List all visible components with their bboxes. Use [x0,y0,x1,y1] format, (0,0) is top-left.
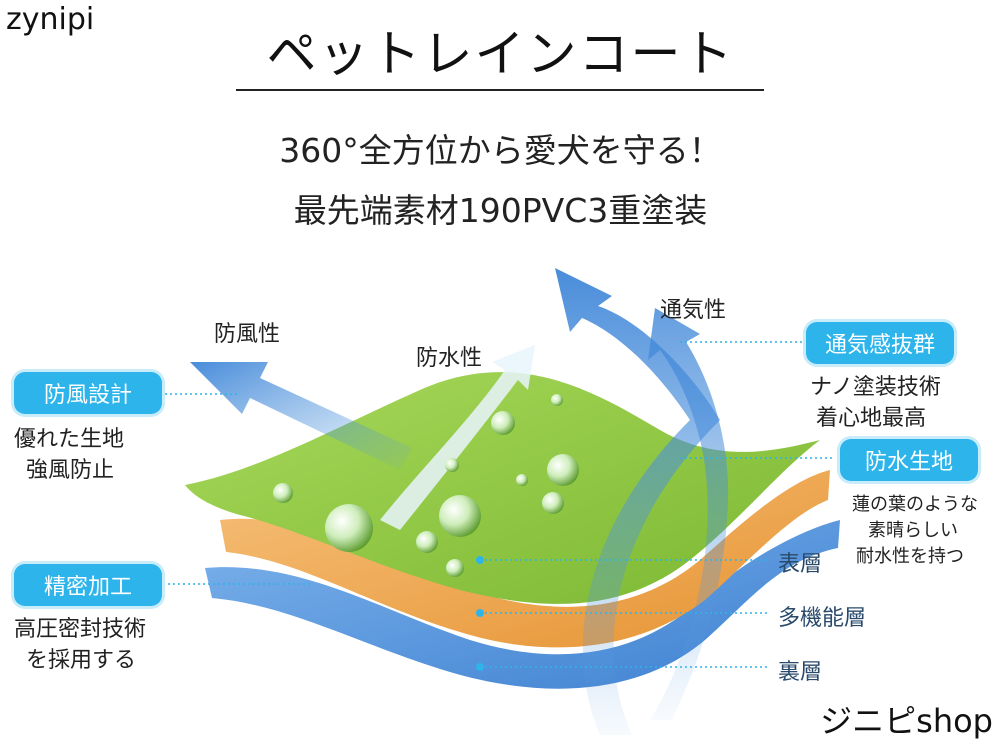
title-underline [236,89,764,91]
leader-lines [165,341,835,668]
badge-breathability: 通気感抜群 [806,322,954,364]
page-title: ペットレインコート [266,25,735,83]
middle-layer [220,470,830,648]
breath-arrow-center [555,268,720,735]
windproof-desc-line-2: 強風防止 [26,458,115,483]
layer-label-multifunction: 多機能層 [778,606,867,631]
waterproof-desc-line-2: 素晴らしい [868,520,958,541]
water-droplets [273,394,579,577]
badge-precision-processing: 精密加工 [14,564,162,606]
waterproof-desc-line-1: 蓮の葉のような [852,494,978,515]
brand-logo-top: zynipi [6,2,95,37]
breathable-label: 通気性 [660,298,727,323]
waterproof-label: 防水性 [416,346,483,371]
bottom-layer [205,520,840,689]
breathability-desc-line-1: ナノ塗装技術 [810,375,941,400]
windproof-desc-line-1: 優れた生地 [14,427,125,452]
subtitle-protection: 360°全方位から愛犬を守る！ [279,131,722,170]
breathability-desc-line-2: 着心地最高 [816,406,927,431]
layer-label-surface: 表層 [778,552,823,577]
breath-arrow-right [648,308,729,720]
wind-arrow [190,362,412,470]
badge-windproof-design: 防風設計 [14,372,162,414]
precision-desc-line-2: を採用する [26,648,137,673]
brand-shop-name: ジニピshop [820,702,993,740]
windproof-label: 防風性 [214,322,281,347]
leader-dots [476,556,484,671]
precision-desc-line-1: 高圧密封技術 [14,617,147,642]
waterproof-desc-line-3: 耐水性を持つ [856,546,964,567]
subtitle-material: 最先端素材190PVC3重塗装 [293,191,708,230]
layer-label-lining: 裏層 [778,660,823,685]
badge-waterproof-fabric: 防水生地 [840,439,978,481]
waterproof-arrow [380,345,535,530]
